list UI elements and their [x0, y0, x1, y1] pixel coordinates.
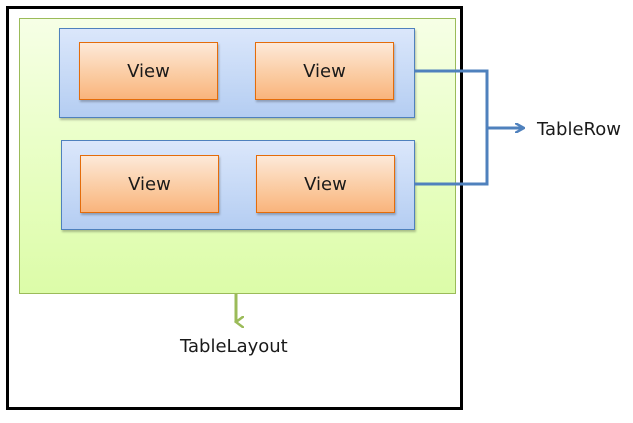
table-row-bracket [415, 69, 489, 186]
view-2-2: View [256, 155, 395, 213]
table-layout-label: TableLayout [180, 336, 288, 357]
view-1-2: View [255, 42, 394, 100]
table-row-label: TableRow [537, 119, 621, 140]
view-1-1: View [79, 42, 218, 100]
view-2-1: View [80, 155, 219, 213]
